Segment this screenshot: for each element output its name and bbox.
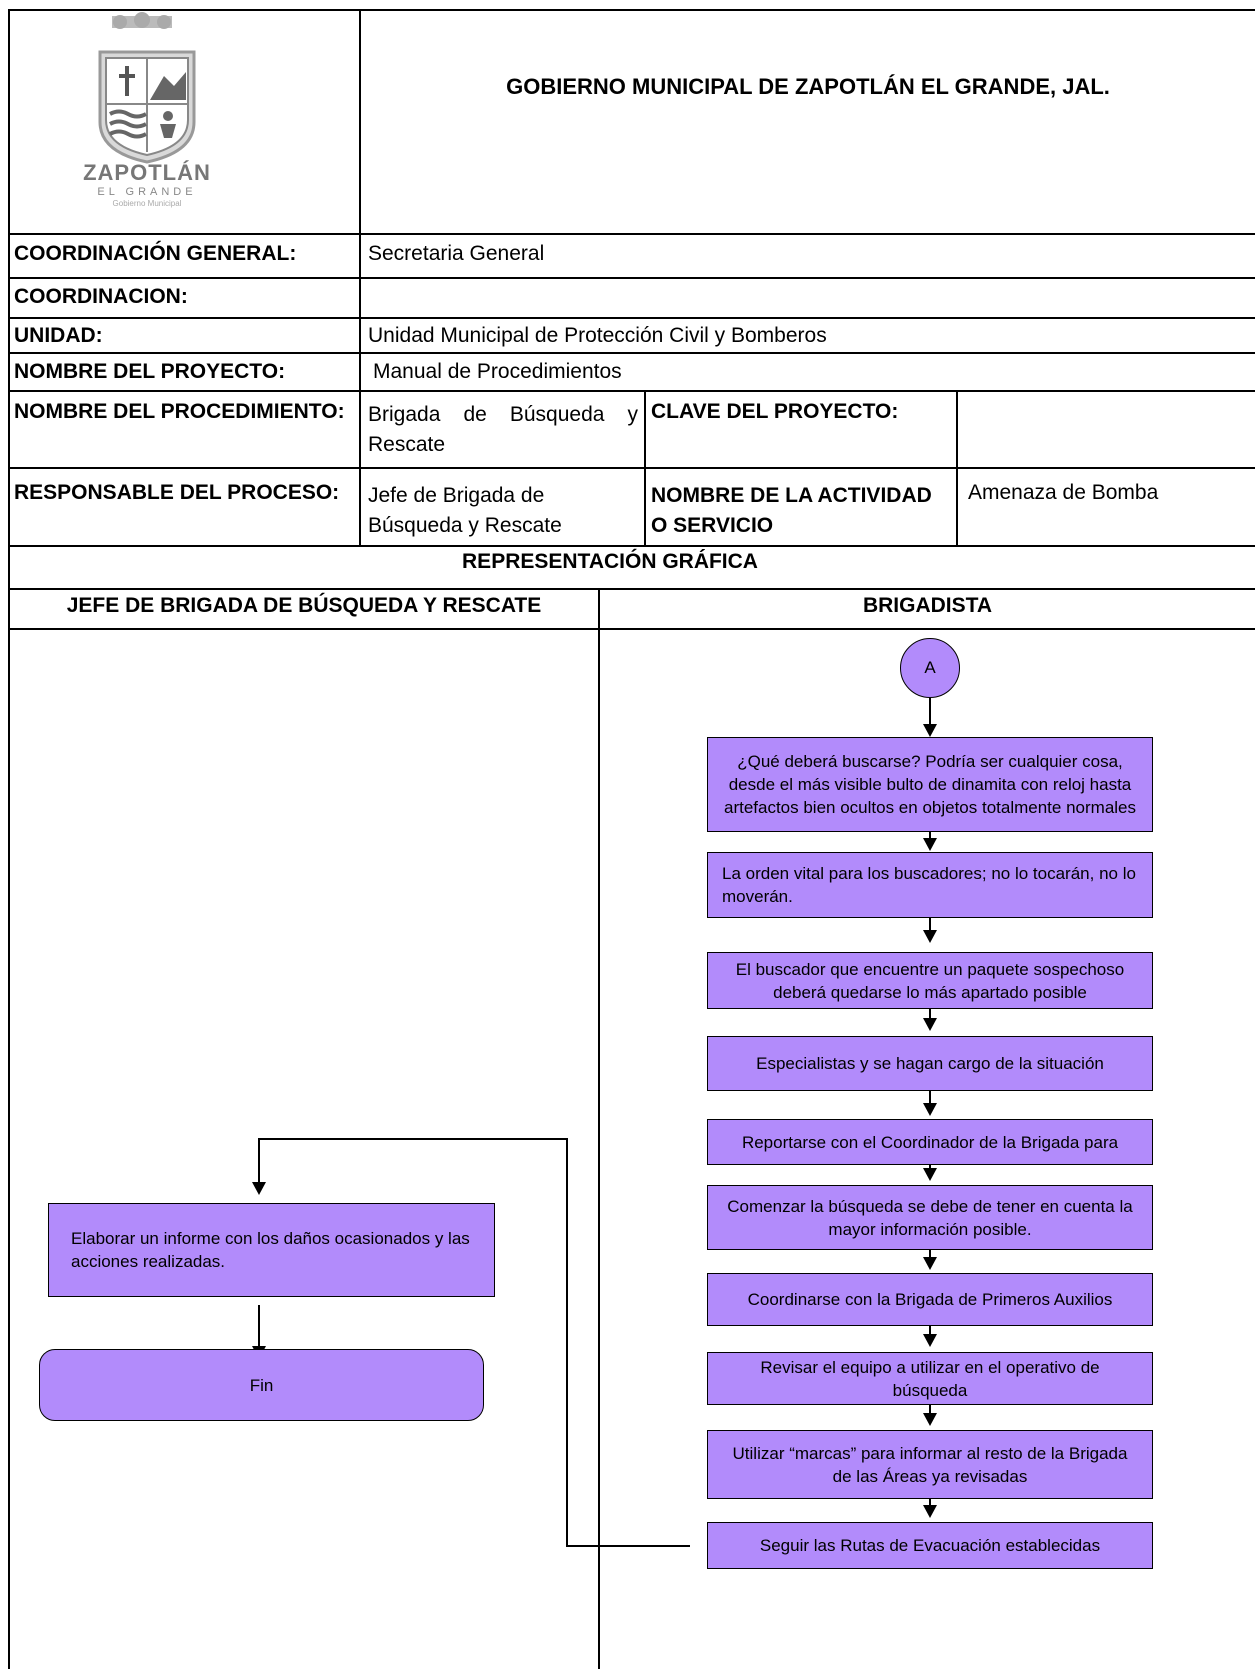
flow-step-7: Coordinarse con la Brigada de Primeros A… [707,1273,1153,1326]
arrow-down [923,1168,937,1181]
arrow-down [252,1182,266,1195]
arrow-down [923,1018,937,1031]
flow-line [929,1499,931,1505]
municipal-logo: ZAPOTLÁN EL GRANDE Gobierno Municipal [82,12,212,212]
lane-left-header: JEFE DE BRIGADA DE BÚSQUEDA Y RESCATE [66,594,542,617]
flow-step-3: El buscador que encuentre un paquete sos… [707,952,1153,1009]
arrow-down [923,1103,937,1116]
row-line [8,317,1255,319]
flow-step-6: Comenzar la búsqueda se debe de tener en… [707,1185,1153,1250]
flow-line [258,1305,260,1346]
arrow-down [923,930,937,943]
coord-general-value: Secretaria General [368,242,545,265]
connector-a: A [900,638,960,698]
flow-line [929,1091,931,1105]
flow-line [929,698,931,724]
logo-subtitle: EL GRANDE [97,186,197,198]
proyecto-label: NOMBRE DEL PROYECTO: [14,360,286,383]
lane-right-header: BRIGADISTA [862,594,993,617]
return-line [258,1138,260,1182]
document-title: GOBIERNO MUNICIPAL DE ZAPOTLÁN EL GRANDE… [506,74,1110,99]
coordinacion-label: COORDINACION: [14,285,188,308]
flow-line [929,1326,931,1334]
responsable-label: RESPONSABLE DEL PROCESO: [14,481,340,504]
row-line [8,628,1255,630]
flow-step-9: Utilizar “marcas” para informar al resto… [707,1430,1153,1499]
flow-line [929,1165,931,1168]
row-line [8,352,1255,354]
flow-line [929,832,931,839]
arrow-down [923,1334,937,1347]
row-line [8,390,1255,392]
graphic-title: REPRESENTACIÓN GRÁFICA [462,550,758,573]
procedimiento-value: Brigada de Búsqueda y Rescate [368,403,638,456]
proyecto-value: Manual de Procedimientos [373,360,622,383]
flow-step-1: ¿Qué deberá buscarse? Podría ser cualqui… [707,737,1153,832]
arrow-down [923,724,937,737]
flow-step-4: Especialistas y se hagan cargo de la sit… [707,1036,1153,1091]
return-line [566,1138,568,1546]
flow-step-10: Seguir las Rutas de Evacuación estableci… [707,1522,1153,1569]
unidad-label: UNIDAD: [14,324,103,347]
row-line [8,588,1255,590]
logo-subtitle-2: Gobierno Municipal [112,199,182,208]
flow-line [929,1009,931,1018]
lane-divider [598,588,600,1669]
arrow-down [923,1257,937,1270]
coat-of-arms-icon [98,12,196,164]
logo-text: ZAPOTLÁN [83,160,211,185]
arrow-down [923,1505,937,1518]
arrow-down [923,838,937,851]
flow-end: Fin [39,1349,484,1421]
clave-label: CLAVE DEL PROYECTO: [651,400,899,423]
row-line [8,467,1255,469]
procedimiento-label: NOMBRE DEL PROCEDIMIENTO: [14,400,345,423]
flow-line [929,918,931,930]
return-line [258,1138,567,1140]
flow-step-2: La orden vital para los buscadores; no l… [707,852,1153,918]
row-line [8,545,1255,547]
flow-step-5: Reportarse con el Coordinador de la Brig… [707,1119,1153,1165]
coord-general-label: COORDINACIÓN GENERAL: [14,242,297,265]
flow-line [929,1250,931,1257]
flow-step-report: Elaborar un informe con los daños ocasio… [48,1203,495,1297]
table-border-top [8,9,1255,11]
return-line [566,1545,690,1547]
flow-step-8: Revisar el equipo a utilizar en el opera… [707,1352,1153,1405]
unidad-value: Unidad Municipal de Protección Civil y B… [368,324,827,347]
row-line [8,233,1255,235]
actividad-value: Amenaza de Bomba [968,481,1159,504]
row-line [8,277,1255,279]
table-border-left [8,9,10,1669]
responsable-value: Jefe de Brigada de Búsqueda y Rescate [368,484,562,537]
actividad-label: NOMBRE DE LA ACTIVIDAD O SERVICIO [651,484,932,537]
arrow-down [923,1413,937,1426]
flow-line [929,1405,931,1413]
connector-label: A [924,658,936,677]
